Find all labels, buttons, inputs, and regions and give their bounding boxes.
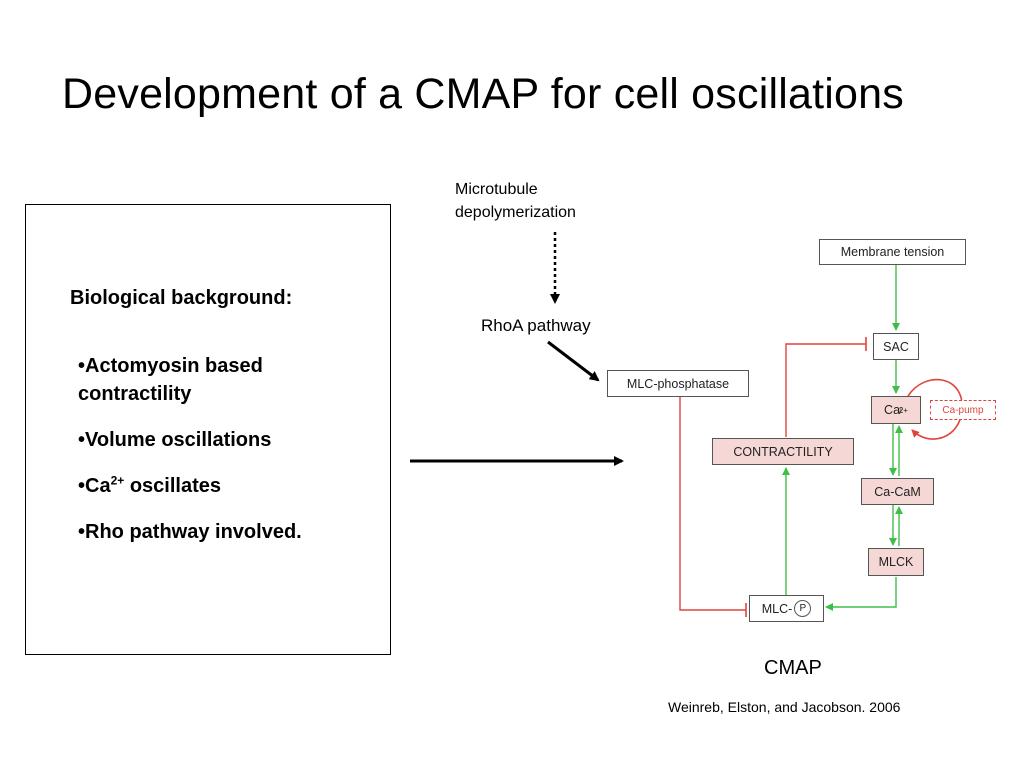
biological-background-box: Biological background: •Actomyosin based…: [25, 204, 391, 655]
node-ca-pump: Ca-pump: [930, 400, 996, 420]
background-list: •Actomyosin based contractility •Volume …: [78, 352, 378, 564]
edge-mlck-mlc: [825, 577, 897, 611]
microtubule-label: Microtubule depolymerization: [455, 181, 576, 221]
node-sac: SAC: [873, 333, 919, 360]
bullet-item: •Volume oscillations: [78, 429, 272, 451]
bullet-item: •Ca2+ oscillates: [78, 473, 221, 497]
node-mlc-p: MLC-P: [749, 595, 824, 622]
bullet-item: •Actomyosin based contractility: [78, 355, 263, 405]
rhoa-label: RhoA pathway: [481, 316, 591, 335]
citation: Weinreb, Elston, and Jacobson. 2006: [668, 699, 901, 715]
slide-title: Development of a CMAP for cell oscillati…: [62, 70, 904, 118]
node-ca-cam: Ca-CaM: [861, 478, 934, 505]
background-heading: Biological background:: [70, 287, 293, 309]
edge-phosphatase-mlc: [679, 396, 746, 611]
rhoa-arrow: [547, 340, 600, 382]
bullet-item: •Rho pathway involved.: [78, 521, 302, 543]
node-mlc-phosphatase: MLC-phosphatase: [607, 370, 749, 397]
phosphate-icon: P: [794, 600, 812, 617]
node-contractility: CONTRACTILITY: [712, 438, 854, 465]
node-mlck: MLCK: [868, 548, 924, 576]
edge-contractility-sac: [785, 343, 866, 437]
cmap-label: CMAP: [764, 657, 822, 679]
node-membrane-tension: Membrane tension: [819, 239, 966, 265]
